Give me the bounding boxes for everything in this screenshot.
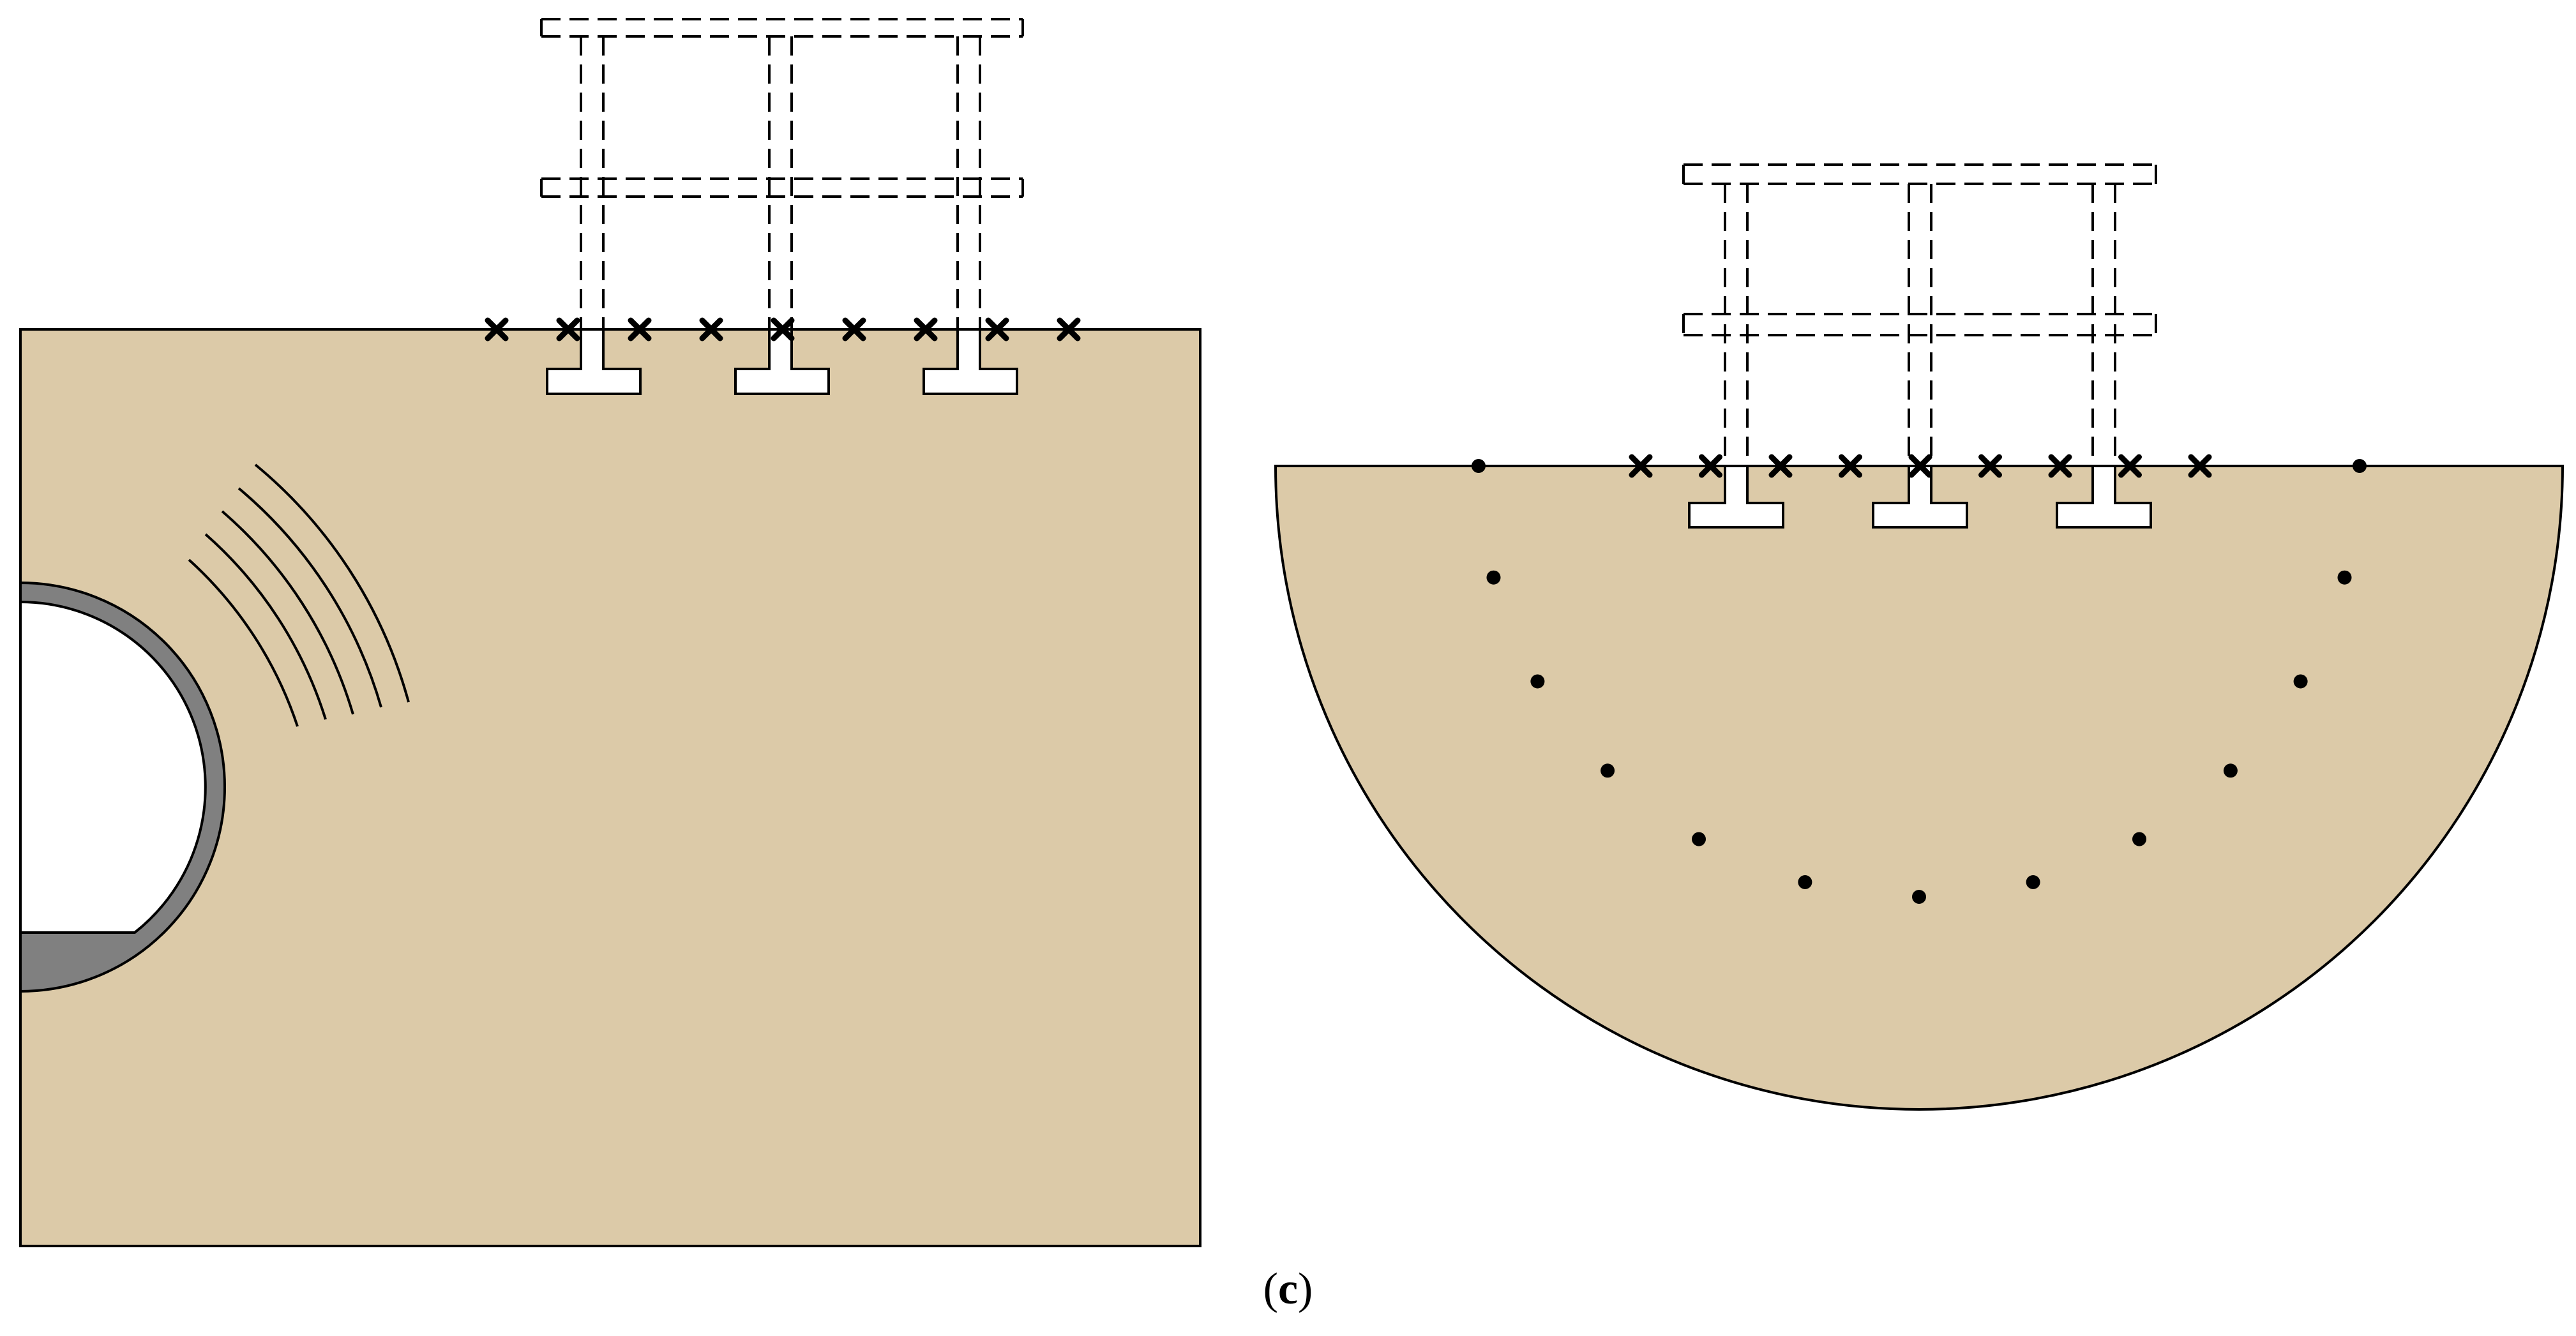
dot-marker <box>1472 459 1486 473</box>
dot-marker <box>2293 674 2308 689</box>
caption-open: ( <box>1263 1265 1278 1314</box>
left-panel <box>19 18 1201 1247</box>
cross-marker <box>1629 454 1653 478</box>
cross-marker <box>914 317 938 342</box>
right-building-frame <box>1682 163 2157 469</box>
cross-marker <box>1908 454 1932 478</box>
wave-arcs <box>188 463 410 727</box>
dot-marker <box>2132 832 2146 846</box>
dot-marker <box>1692 832 1706 846</box>
dot-marker <box>1530 674 1545 689</box>
cross-marker <box>628 317 652 342</box>
dot-marker <box>2337 570 2352 585</box>
cross-marker <box>985 317 1009 342</box>
dot-marker <box>2026 875 2040 889</box>
left-footings <box>546 328 1018 395</box>
caption-label: c <box>1277 1265 1299 1314</box>
tunnel-opening <box>19 600 207 934</box>
dot-marker <box>1486 570 1501 585</box>
cross-marker <box>1839 454 1862 478</box>
dot-marker <box>2223 763 2238 778</box>
left-cross-markers <box>485 317 1081 342</box>
right-footings <box>1688 465 2152 529</box>
left-building-frame <box>540 18 1024 332</box>
cross-marker <box>1978 454 2002 478</box>
cross-marker <box>699 317 723 342</box>
cross-marker <box>556 317 580 342</box>
cross-marker <box>771 317 795 342</box>
right-panel <box>1274 163 2565 1111</box>
cross-marker <box>1057 317 1081 342</box>
right-cross-markers <box>1629 454 2212 478</box>
cross-marker <box>485 317 509 342</box>
cross-marker <box>2048 454 2072 478</box>
right-soil-domain <box>1274 465 2565 1111</box>
dot-marker <box>1912 890 1926 904</box>
cross-marker <box>1768 454 1793 478</box>
right-dot-markers <box>1472 459 2367 904</box>
figure-caption: (c) <box>0 1264 2576 1315</box>
cross-marker <box>2188 454 2212 478</box>
cross-marker <box>1699 454 1722 478</box>
cross-marker <box>842 317 866 342</box>
dot-marker <box>1798 875 1812 889</box>
caption-close: ) <box>1298 1265 1313 1314</box>
dot-marker <box>1601 763 1615 778</box>
dot-marker <box>2353 459 2367 473</box>
cross-marker <box>2118 454 2142 478</box>
